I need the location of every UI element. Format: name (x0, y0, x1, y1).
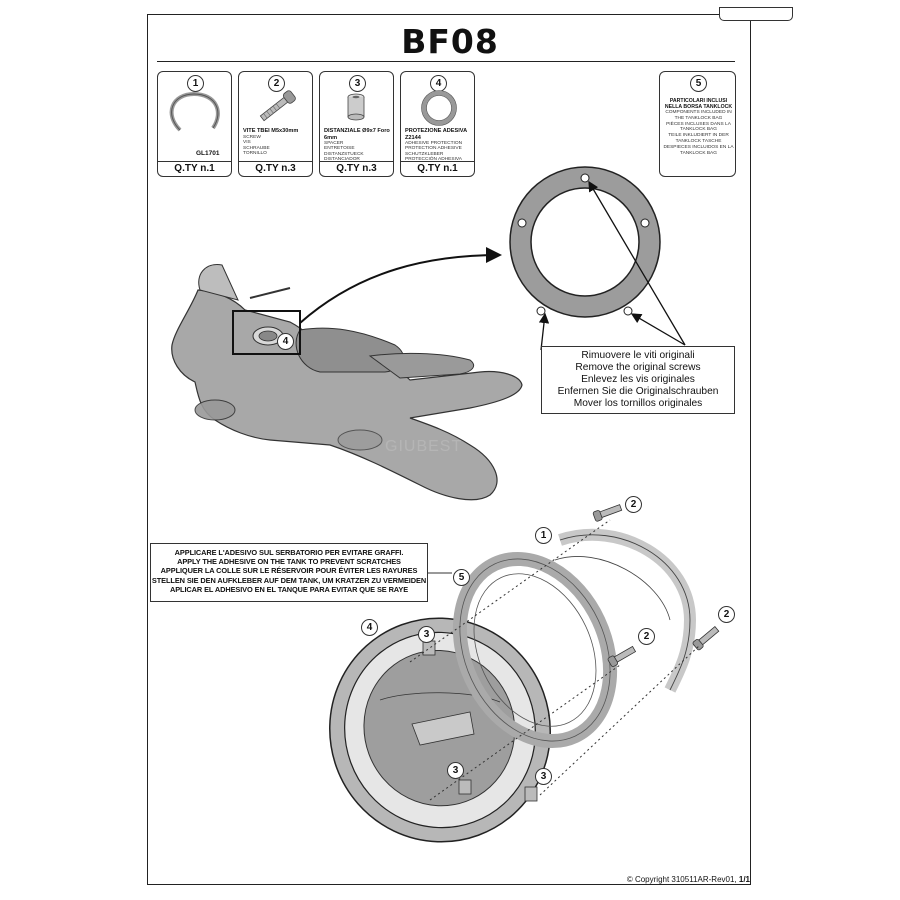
pointer-arrow (630, 313, 686, 346)
screw-icon (259, 90, 296, 122)
translation-line: PROTECCIÓN ADHESIVA (405, 157, 462, 163)
translation-line: PIÈCES INCLUSES DANS LA TANKLOCK BAG (666, 121, 731, 133)
instruction-line: APPLY THE ADHESIVE ON THE TANK TO PREVEN… (177, 557, 401, 567)
watermark: GIUBEST (385, 438, 463, 455)
assembly-guide-lines (409, 519, 701, 801)
translation-line: ADHESIVE PROTECTION (405, 141, 463, 146)
callout-screw: 2 (625, 496, 642, 513)
part-translations: SPACER ENTRETOISE DISTANZSTUECK DISTANCI… (324, 141, 394, 163)
instruction-line: Mover los tornillos originales (573, 398, 703, 409)
part-qty: Q.TY n.3 (239, 161, 312, 176)
part-name: VITE TBEI M5x30mm (243, 128, 299, 134)
callout-flange-ring: 5 (453, 569, 470, 586)
translation-line: VIS (243, 140, 251, 146)
callout-screw: 2 (718, 606, 735, 623)
callout-mounting-ring: 1 (535, 527, 552, 544)
motorcycle-illustration (171, 264, 523, 501)
part-card-2: 2 VITE TBEI M5x30mm SCREW VIS SCHRAUBE T… (238, 71, 313, 177)
instruction-line: APPLIQUER LA COLLE SUR LE RÉSERVOIR POUR… (160, 566, 418, 576)
translation-line: COMPONENTS INCLUDED IN THE TANKLOCK BAG (665, 110, 732, 121)
instruction-line: Enlevez les vis originales (581, 374, 695, 385)
part-number: 5 (690, 75, 707, 92)
translation-line: DESPIECES INCLUIDOS EN LA TANKLOCK BAG (663, 144, 734, 156)
instruction-line: APLICAR EL ADHESIVO EN EL TANQUE PARA EV… (169, 584, 409, 594)
instruction-line: Remove the original screws (575, 362, 701, 373)
callout-adhesive-area: 4 (277, 333, 294, 350)
remove-screws-note: Rimuovere le viti originali Remove the o… (541, 346, 735, 414)
translation-line: ENTRETOISE (324, 146, 355, 152)
copyright-text: © Copyright 310511AR-Rev01, (626, 875, 737, 884)
translation-line: TEILE INKLUDIERT IN DER TANKLOCK TASCHE (668, 133, 729, 144)
translation-line: DISTANCIADOR (324, 157, 360, 163)
translation-line: PROTECTION ADHESIVE (405, 146, 462, 152)
part-name: PROTEZIONE ADESIVA Z2144 (405, 128, 467, 141)
page-number: 1/1 (738, 875, 750, 884)
translation-line: SCREW (243, 135, 261, 140)
instruction-line: Rimuovere le viti originali (581, 350, 695, 361)
pointer-arrow (538, 312, 550, 351)
translation-line: SCHUTZKLEBER (405, 151, 444, 157)
translation-line: DISTANZSTUECK (324, 151, 364, 157)
part-number: 1 (187, 75, 204, 92)
callout-adhesive-ring: 4 (361, 619, 378, 636)
mounting-ring (554, 528, 697, 693)
part-card-3: 3 DISTANZIALE Ø9x7 Foro 6mm SPACER ENTRE… (319, 71, 394, 177)
instruction-line: APPLICARE L'ADESIVO SUL SERBATORIO PER E… (174, 548, 404, 557)
page-title: BF08 (401, 22, 499, 61)
tanklock-flange-ring (452, 551, 618, 749)
instruction-sheet (147, 7, 793, 885)
part-number: 2 (268, 75, 285, 92)
copyright-footer: © Copyright 310511AR-Rev01, 1/1 (627, 875, 750, 884)
gasket-ring-diagram (509, 166, 661, 318)
part-qty: Q.TY n.1 (401, 161, 474, 176)
part-translations: ADHESIVE PROTECTION PROTECTION ADHESIVE … (405, 141, 475, 163)
detail-highlight-box (232, 310, 301, 355)
sheet-tab (719, 7, 793, 21)
screw-parts (592, 504, 720, 667)
instruction-line: Enfernen Sie die Originalschrauben (557, 386, 719, 397)
translation-line: TORNILLO (243, 151, 267, 157)
translation-line: SCHRAUBE (243, 145, 270, 151)
part-card-4: 4 PROTEZIONE ADESIVA Z2144 ADHESIVE PROT… (400, 71, 475, 177)
included-translations: COMPONENTS INCLUDED IN THE TANKLOCK BAG … (662, 110, 735, 156)
part-number: 3 (349, 75, 366, 92)
part-card-1: 1 GL1701 Q.TY n.1 (157, 71, 232, 177)
callout-screw: 2 (638, 628, 655, 645)
translation-line: SPACER (324, 141, 344, 146)
callout-spacer: 3 (535, 768, 552, 785)
part-qty: Q.TY n.1 (158, 161, 231, 176)
title-divider (157, 61, 735, 62)
callout-spacer: 3 (418, 626, 435, 643)
tank-adhesive-ring (329, 617, 551, 843)
zoom-arrow (299, 247, 502, 324)
instruction-line: STELLEN SIE DEN AUFKLEBER AUF DEM TANK, … (151, 575, 427, 585)
spacer-icon (347, 93, 365, 121)
adhesive-ring-icon (421, 90, 457, 126)
part-qty: Q.TY n.3 (320, 161, 393, 176)
part-name: DISTANZIALE Ø9x7 Foro 6mm (324, 128, 390, 141)
included-parts-card: 5 PARTICOLARI INCLUSI NELLA BORSA TANKLO… (659, 71, 736, 177)
apply-adhesive-note: APPLICARE L'ADESIVO SUL SERBATORIO PER E… (150, 543, 428, 602)
callout-spacer: 3 (447, 762, 464, 779)
included-title: PARTICOLARI INCLUSI NELLA BORSA TANKLOCK (664, 98, 733, 110)
part-code: GL1701 (196, 150, 220, 157)
pointer-arrow (588, 180, 686, 346)
ring-icon (169, 91, 220, 132)
part-translations: SCREW VIS SCHRAUBE TORNILLO (243, 135, 313, 157)
